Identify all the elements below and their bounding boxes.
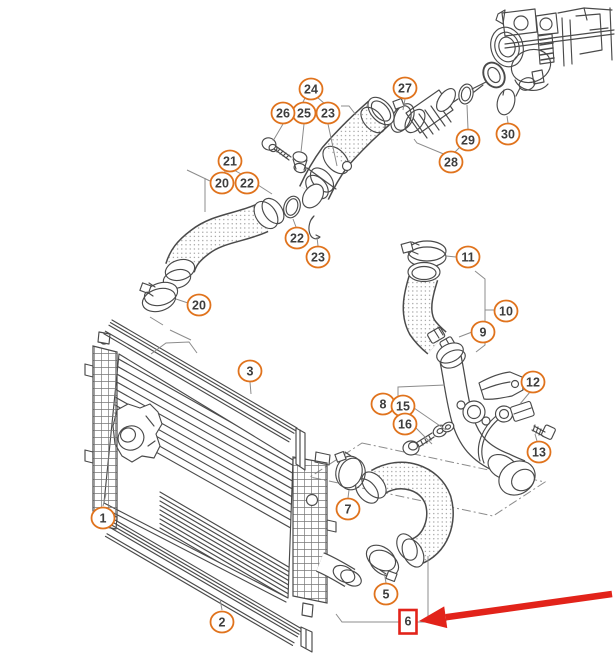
callout-30[interactable]: 30 [495, 122, 521, 146]
callout-12[interactable]: 12 [520, 370, 546, 394]
intercooler-drawing [84, 331, 337, 618]
callout-5[interactable]: 5 [373, 582, 399, 606]
callout-10[interactable]: 10 [493, 299, 519, 323]
callouts-layer: 1235789101112131516202021222223232425262… [90, 76, 552, 634]
callout-29[interactable]: 29 [455, 128, 481, 152]
callout-label: 6 [405, 615, 412, 629]
callout-label: 26 [276, 107, 290, 121]
assembly-boundary-dashed [308, 442, 547, 517]
callout-label: 24 [304, 83, 318, 97]
callout-label: 16 [398, 418, 412, 432]
outlet-hose-6-drawing [355, 461, 454, 568]
callout-label: 27 [398, 82, 412, 96]
nut-25-drawing [292, 151, 308, 174]
callout-13[interactable]: 13 [526, 440, 552, 464]
callout-label: 9 [480, 326, 487, 340]
callout-7[interactable]: 7 [335, 497, 361, 521]
callout-23[interactable]: 23 [315, 101, 341, 125]
highlight-layer: 6 [398, 590, 613, 635]
callout-22[interactable]: 22 [234, 171, 260, 195]
charge-pipe-8-drawing [436, 342, 536, 496]
callout-28[interactable]: 28 [438, 150, 464, 174]
callout-label: 13 [532, 446, 546, 460]
callout-20[interactable]: 20 [186, 293, 212, 317]
callout-22[interactable]: 22 [284, 226, 310, 250]
clamp-20-drawing [139, 281, 179, 313]
callout-label: 11 [461, 251, 474, 265]
bolt-16-drawing [402, 432, 435, 456]
washer-15-drawing [432, 421, 455, 438]
air-guide-bottom-drawing [104, 519, 313, 653]
callout-8[interactable]: 8 [370, 392, 396, 416]
clamp-27-drawing [390, 97, 415, 133]
callout-label: 22 [290, 232, 304, 246]
callout-label: 1 [100, 512, 107, 526]
callout-label: 23 [321, 107, 335, 121]
callout-label: 3 [247, 365, 254, 379]
callout-label: 28 [444, 156, 458, 170]
callout-label: 12 [526, 376, 540, 390]
bolt-13-drawing [531, 424, 556, 440]
callout-label: 29 [461, 134, 475, 148]
oring-22-drawing [283, 195, 301, 219]
callout-label: 22 [240, 177, 254, 191]
clamp-5-drawing [365, 544, 400, 583]
callout-label: 8 [380, 398, 387, 412]
inlet-hose-20-drawing [162, 197, 285, 290]
highlight-arrow [419, 590, 613, 629]
callout-label: 10 [499, 305, 513, 319]
callout-label: 21 [223, 155, 237, 169]
callout-20[interactable]: 20 [209, 171, 235, 195]
callout-label: 20 [192, 299, 206, 313]
connector-hose-28-drawing [404, 88, 456, 139]
clip-23-drawing [308, 215, 321, 240]
callout-25[interactable]: 25 [291, 101, 317, 125]
callout-1[interactable]: 1 [90, 506, 116, 530]
callout-label: 7 [345, 503, 352, 517]
callout-label: 23 [311, 251, 325, 265]
callout-label: 25 [297, 107, 311, 121]
callout-27[interactable]: 27 [392, 76, 418, 100]
callout-6-highlighted[interactable]: 6 [398, 608, 418, 635]
outlet-stub-drawing [315, 552, 362, 588]
bolt-26-drawing [261, 137, 292, 161]
callout-label: 30 [501, 128, 515, 142]
callout-label: 20 [215, 177, 229, 191]
callout-2[interactable]: 2 [209, 610, 235, 634]
callout-26[interactable]: 26 [270, 101, 296, 125]
sensor-12-drawing [494, 400, 535, 423]
callout-9[interactable]: 9 [470, 320, 496, 344]
callout-24[interactable]: 24 [298, 77, 324, 101]
callout-16[interactable]: 16 [392, 412, 418, 436]
air-guide-top-drawing [103, 319, 306, 471]
callout-label: 2 [219, 616, 226, 630]
clamp-7-drawing [334, 450, 366, 491]
leader-lines [102, 96, 538, 623]
callout-11[interactable]: 11 [455, 245, 481, 269]
callout-3[interactable]: 3 [237, 359, 263, 383]
callout-21[interactable]: 21 [217, 149, 243, 173]
callout-label: 15 [396, 400, 410, 414]
callout-label: 5 [383, 588, 390, 602]
turbocharger-drawing [471, 7, 615, 97]
oring-30-drawing [496, 88, 516, 116]
callout-23[interactable]: 23 [305, 245, 331, 269]
